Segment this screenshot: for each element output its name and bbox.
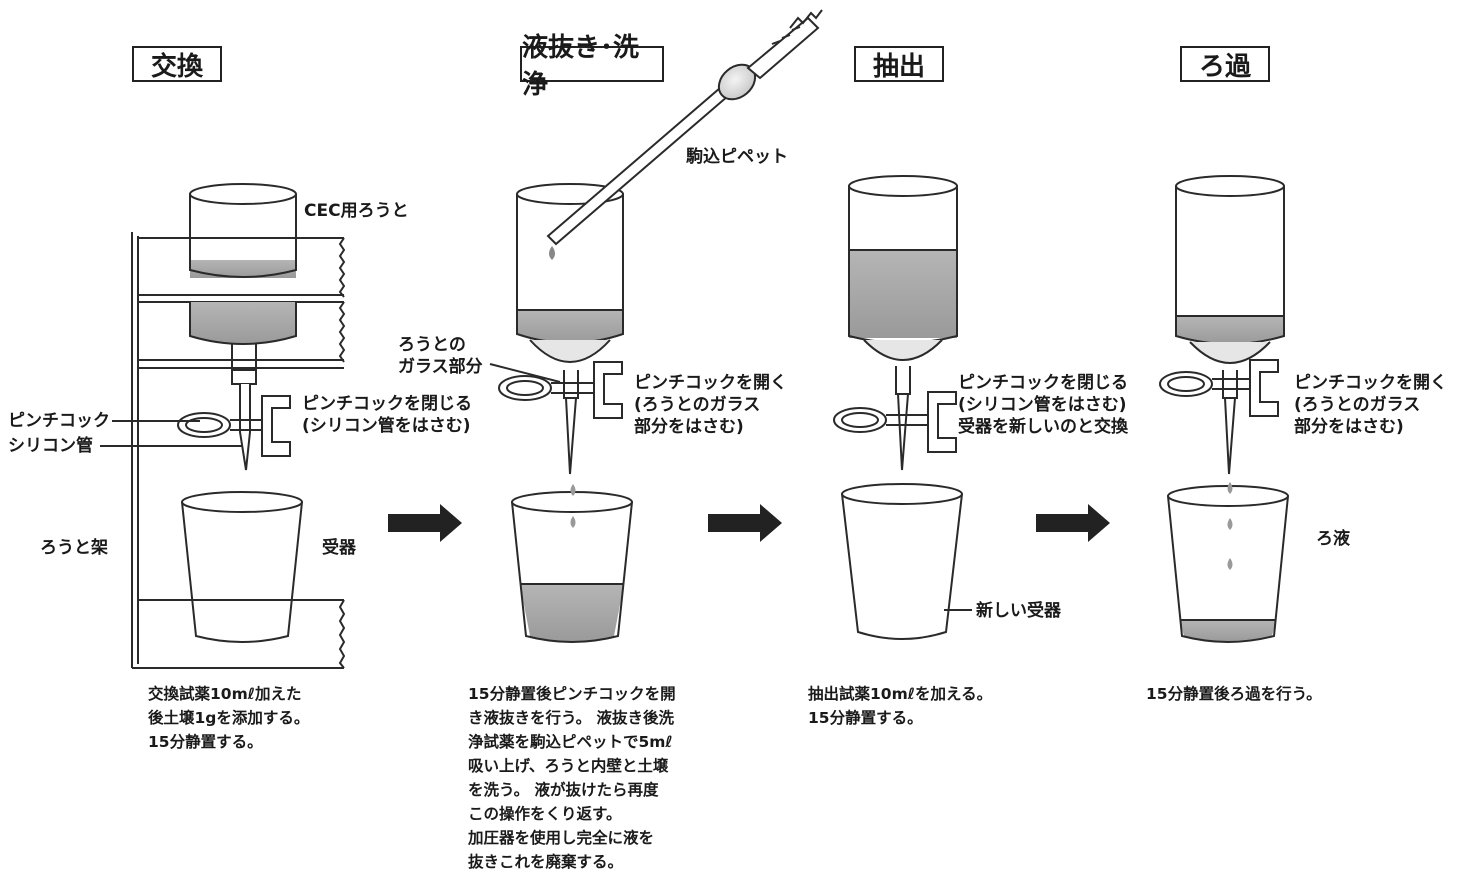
label-cec-funnel: CEC用ろうと	[304, 201, 409, 221]
label-close-pinchcock-2: ピンチコックを閉じる (シリコン管をはさむ) 受器を新しいのと交換	[958, 373, 1128, 437]
label-funnel-stand: ろうと架	[40, 538, 108, 558]
new-receiver-cup	[841, 483, 963, 640]
funnel-3	[848, 175, 958, 471]
process-arrows	[388, 504, 1110, 542]
label-filtrate: ろ液	[1316, 529, 1350, 549]
label-open-pinchcock-2: ピンチコックを開く (ろうとのガラス 部分をはさむ)	[1294, 373, 1447, 437]
cec-funnel-1	[189, 183, 297, 471]
step-title-exchange: 交換	[132, 46, 222, 82]
pinchcock-2	[498, 361, 623, 419]
funnel-4	[1175, 175, 1285, 475]
step-description-filtration: 15分静置後ろ過を行う。	[1146, 685, 1322, 703]
step-title-drain-wash: 液抜き･洗浄	[520, 33, 664, 100]
label-funnel-glass-part: ろうとの ガラス部分	[398, 335, 483, 377]
pinchcock-3	[833, 391, 957, 453]
label-receiver: 受器	[322, 538, 356, 558]
arrow-2	[708, 504, 782, 542]
step-description-drain-wash: 15分静置後ピンチコックを開 き液抜きを行う。 液抜き後洗 浄試薬を駒込ピペット…	[468, 685, 676, 871]
step-title-extraction: 抽出	[854, 46, 944, 82]
pinchcock-4	[1159, 359, 1279, 417]
label-new-receiver: 新しい受器	[976, 601, 1061, 621]
komagome-pipette	[546, 9, 823, 246]
pinchcock-1	[177, 395, 291, 457]
step-description-extraction: 抽出試薬10mℓを加える。 15分静置する。	[808, 685, 993, 727]
label-silicone-tube: シリコン管	[8, 436, 93, 456]
receiver-cup-2	[511, 491, 633, 643]
label-open-pinchcock-1: ピンチコックを開く (ろうとのガラス 部分をはさむ)	[634, 373, 787, 437]
label-pinchcock: ピンチコック	[8, 411, 110, 431]
step-title-filtration: ろ過	[1180, 46, 1270, 82]
label-close-pinchcock-1: ピンチコックを閉じる (シリコン管をはさむ)	[302, 394, 472, 436]
receiver-cup-1	[181, 491, 303, 643]
funnel-stand-1	[131, 232, 346, 669]
step-description-exchange: 交換試薬10mℓ加えた 後土壌1gを添加する。 15分静置する。	[148, 685, 310, 751]
receiver-cup-4	[1167, 485, 1289, 643]
label-komagome-pipette: 駒込ピペット	[686, 147, 788, 167]
arrow-3	[1036, 504, 1110, 542]
arrow-1	[388, 504, 462, 542]
